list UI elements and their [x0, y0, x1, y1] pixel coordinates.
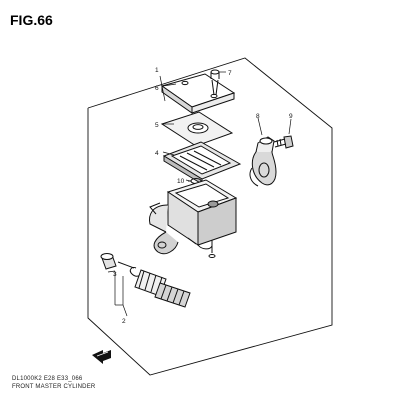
piston-kit: [100, 253, 191, 308]
callout-8: 8: [256, 113, 260, 120]
assembly-boundary: [87, 57, 333, 376]
leader-lines: [107, 71, 292, 317]
figure-title: FIG.66: [10, 12, 53, 28]
master-cylinder-body: [149, 179, 238, 258]
callout-10: 10: [177, 178, 185, 185]
callout-3: 3: [113, 271, 117, 278]
figure-name: FRONT MASTER CYLINDER: [12, 384, 96, 390]
figure-code: DL1000K2 E28 E33_066: [12, 376, 83, 382]
diaphragm: [162, 141, 242, 185]
callouts: 1 6 7 5 4 10 8 9 3 2: [113, 67, 293, 325]
callout-2: 2: [122, 318, 126, 325]
reservoir-cap: [160, 73, 236, 114]
holder-clamp: [249, 136, 277, 187]
callout-1: 1: [155, 67, 159, 74]
callout-4: 4: [155, 150, 159, 157]
callout-9: 9: [289, 113, 293, 120]
callout-6: 6: [155, 85, 159, 92]
holder-bolt: [273, 135, 294, 149]
front-arrow-icon: [92, 350, 111, 364]
reservoir-plate: [160, 111, 234, 147]
callout-7: 7: [228, 70, 232, 77]
callout-5: 5: [155, 122, 159, 129]
